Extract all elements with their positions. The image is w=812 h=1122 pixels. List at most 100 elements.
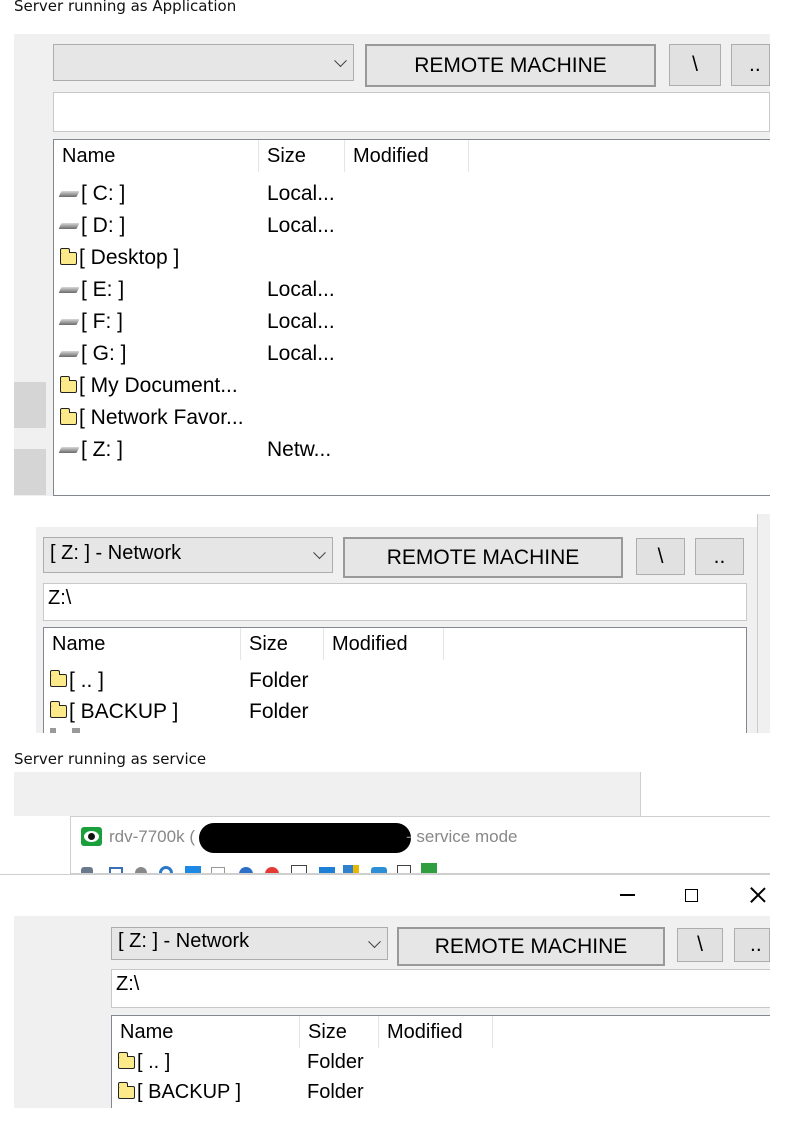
- file-name: [ F: ]: [81, 310, 123, 333]
- fullscreen-icon: [109, 867, 123, 873]
- file-name-cell: [ Network Favor...: [59, 402, 244, 434]
- file-name-cell: [ .. ]: [117, 1047, 171, 1077]
- drive-select[interactable]: [ Z: ] - Network: [43, 537, 333, 573]
- parent-dir-label: ..: [749, 53, 761, 76]
- drive-icon: [60, 349, 78, 359]
- drive-select[interactable]: [ Z: ] - Network: [111, 927, 388, 960]
- file-name-cell: [ BACKUP ]: [117, 1077, 242, 1107]
- path-field[interactable]: [53, 92, 770, 132]
- window-title-host: rdv-7700k (: [109, 827, 195, 846]
- column-header-modified[interactable]: Modified: [345, 140, 469, 172]
- file-list-row[interactable]: [ C: ]Local...: [54, 178, 770, 210]
- file-list-row[interactable]: [ Desktop ]: [54, 242, 770, 274]
- file-list[interactable]: Name Size Modified [ .. ]Folder[ BACKUP …: [43, 627, 747, 733]
- service-window-titlebar[interactable]: rdv-7700k ( - service mode: [70, 816, 770, 874]
- column-header-size[interactable]: Size: [300, 1016, 379, 1048]
- minimize-button[interactable]: [612, 880, 642, 910]
- drive-icon: [60, 445, 78, 455]
- remote-machine-button[interactable]: REMOTE MACHINE: [343, 537, 623, 578]
- file-size: Local...: [267, 310, 335, 333]
- folder-icon: [59, 247, 77, 265]
- drive-icon: [60, 317, 78, 327]
- file-list-row[interactable]: [ BACKUP ]Folder: [112, 1077, 770, 1107]
- file-name: [ BACKUP ]: [69, 700, 179, 723]
- close-button[interactable]: [743, 880, 773, 910]
- column-header-modified[interactable]: Modified: [324, 628, 444, 660]
- file-list-row[interactable]: [ My Document...: [54, 370, 770, 402]
- file-name: [ Z: ]: [81, 438, 123, 461]
- root-dir-button[interactable]: \: [669, 44, 721, 86]
- column-header-name[interactable]: Name: [112, 1016, 300, 1048]
- file-list-row[interactable]: [ Network Favor...: [54, 402, 770, 434]
- column-header-modified[interactable]: Modified: [379, 1016, 493, 1048]
- file-name-cell: [ F: ]: [60, 306, 123, 338]
- remote-machine-button[interactable]: REMOTE MACHINE: [397, 927, 665, 966]
- file-list-row[interactable]: [ G: ] Local...: [54, 338, 770, 370]
- drive-select[interactable]: [53, 44, 354, 81]
- parent-dir-button[interactable]: ..: [734, 928, 770, 962]
- parent-dir-button[interactable]: ..: [731, 44, 770, 86]
- gear-icon: [135, 867, 147, 873]
- file-name: [ My Document...: [79, 374, 238, 397]
- file-size: Local...: [267, 278, 335, 301]
- file-list-row[interactable]: [ E: ]Local...: [54, 274, 770, 306]
- path-field[interactable]: Z:\: [43, 583, 747, 621]
- path-field-value: Z:\: [116, 973, 140, 995]
- file-name-cell: [ G: ]: [60, 338, 127, 370]
- maximize-icon: [684, 888, 698, 902]
- plus-icon: [397, 865, 411, 873]
- splitter-handle-bottom[interactable]: [14, 449, 46, 495]
- file-name: [ BACKUP ]: [137, 1081, 242, 1103]
- file-list[interactable]: Name Size Modified [ C: ]Local...[ D: ]L…: [53, 139, 770, 496]
- folder-icon: [49, 701, 67, 718]
- file-list-row[interactable]: [ .. ]Folder: [112, 1047, 770, 1077]
- drive-icon: [60, 189, 78, 199]
- root-dir-button[interactable]: \: [677, 928, 723, 962]
- stop-icon: [265, 867, 279, 873]
- path-field[interactable]: Z:\: [111, 969, 770, 1008]
- parent-dir-button[interactable]: ..: [695, 538, 744, 575]
- monitor-icon: [319, 867, 335, 873]
- chevron-down-icon: [334, 53, 347, 67]
- root-dir-button[interactable]: \: [636, 538, 685, 575]
- column-header-size-label: Size: [267, 145, 306, 167]
- file-name-cell: [ Desktop ]: [59, 242, 179, 274]
- chevron-down-icon: [368, 934, 381, 948]
- folder-icon: [59, 407, 77, 425]
- path-field-value: Z:\: [48, 587, 72, 609]
- column-header-size[interactable]: Size: [241, 628, 324, 660]
- column-header-name-label: Name: [62, 145, 116, 167]
- column-header-modified-label: Modified: [332, 633, 408, 655]
- drive-icon: [60, 285, 78, 295]
- column-header-name[interactable]: Name: [44, 628, 241, 660]
- cut-off-row-fragment: [50, 728, 140, 733]
- file-size: Netw...: [267, 438, 332, 461]
- file-list-row[interactable]: [ D: ]Local...: [54, 210, 770, 242]
- service-window-frame: [0, 874, 770, 875]
- file-list[interactable]: Name Size Modified [ .. ]Folder[ BACKUP …: [111, 1015, 770, 1108]
- file-list-row[interactable]: [ F: ] Local...: [54, 306, 770, 338]
- file-list-row[interactable]: [ .. ]Folder: [44, 665, 746, 696]
- redaction-bar: [199, 823, 411, 853]
- file-size: Local...: [267, 342, 335, 365]
- file-list-row[interactable]: [ BACKUP ]Folder: [44, 696, 746, 727]
- column-header-modified-label: Modified: [387, 1021, 463, 1043]
- splitter-handle-top[interactable]: [14, 382, 46, 428]
- remote-machine-button[interactable]: REMOTE MACHINE: [365, 44, 656, 87]
- file-name-cell: [ .. ]: [49, 665, 105, 696]
- drive-select-value: [ Z: ] - Network: [50, 542, 182, 564]
- maximize-button[interactable]: [676, 880, 706, 910]
- column-header-size[interactable]: Size: [259, 140, 345, 172]
- folder-icon: [49, 670, 67, 687]
- chat-icon: [211, 867, 225, 873]
- file-name-cell: [ BACKUP ]: [49, 696, 179, 727]
- file-name: [ .. ]: [137, 1051, 171, 1073]
- parent-dir-label: ..: [713, 544, 726, 568]
- file-name: [ C: ]: [81, 182, 126, 205]
- minimize-icon: [619, 894, 635, 896]
- file-list-row[interactable]: [ Z: ] Netw...: [54, 434, 770, 466]
- window-edge: [757, 514, 770, 733]
- file-name: [ .. ]: [69, 669, 105, 692]
- close-icon: [750, 887, 766, 903]
- column-header-name[interactable]: Name: [54, 140, 259, 172]
